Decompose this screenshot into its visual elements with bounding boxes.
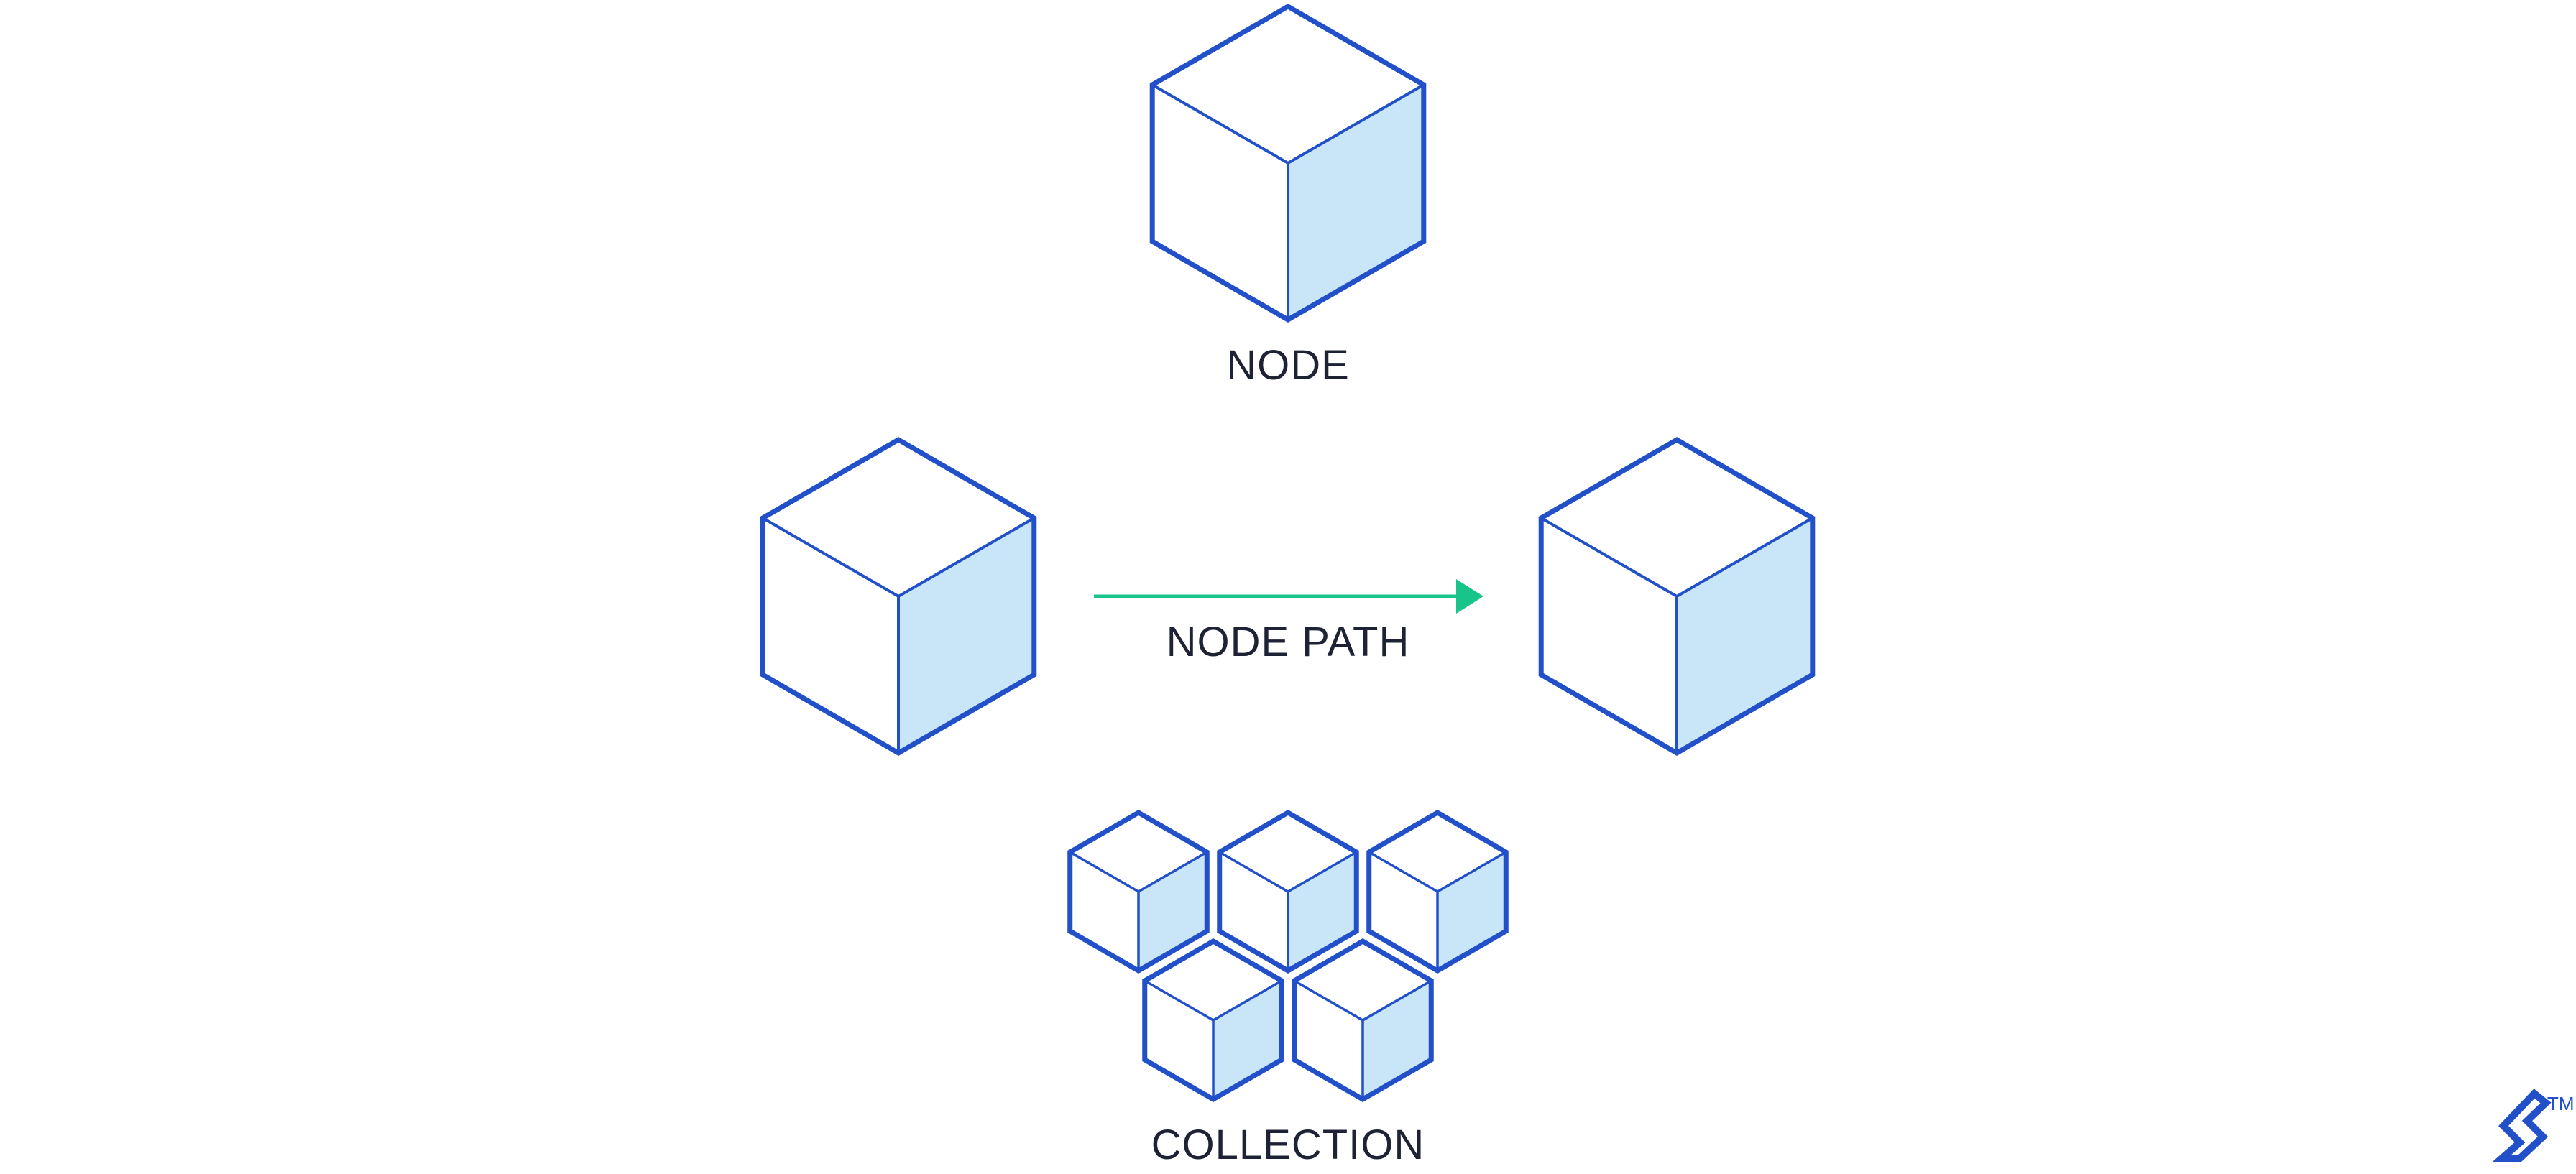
node-label: NODE — [1226, 342, 1350, 389]
path-source-cube-icon — [760, 436, 1037, 757]
collection-cube-icon — [1142, 938, 1284, 1103]
collection-label: COLLECTION — [1151, 1122, 1425, 1168]
cube-right-face — [1438, 852, 1506, 971]
node-path-label: NODE PATH — [1167, 619, 1410, 665]
trademark-text: TM — [2547, 1093, 2575, 1114]
collection-cube-icon — [1217, 809, 1359, 974]
collection-cube-icon — [1366, 809, 1509, 974]
cube-right-face — [1213, 981, 1282, 1099]
cube-outline — [1217, 809, 1359, 974]
cube-right-face — [1288, 85, 1424, 320]
path-arrow-icon — [1094, 579, 1484, 614]
cube-outline — [1142, 938, 1284, 1103]
cube-right-face — [898, 518, 1034, 753]
cube-right-face — [1288, 852, 1357, 971]
cube-outline — [1538, 436, 1816, 757]
cube-right-face — [1677, 518, 1813, 753]
node-cube-icon — [1149, 3, 1427, 323]
cube-right-face — [1363, 981, 1432, 1099]
collection-group — [1067, 809, 1509, 1103]
toptal-logo-icon — [2492, 1089, 2552, 1162]
cube-outline — [1149, 3, 1427, 323]
cube-outline — [760, 436, 1037, 757]
path-target-cube-icon — [1538, 436, 1816, 757]
cube-right-face — [1138, 852, 1208, 971]
collection-cube-icon — [1292, 938, 1434, 1103]
cube-outline — [1366, 809, 1509, 974]
cube-outline — [1292, 938, 1434, 1103]
cube-outline — [1067, 809, 1210, 974]
collection-cube-icon — [1067, 809, 1210, 974]
